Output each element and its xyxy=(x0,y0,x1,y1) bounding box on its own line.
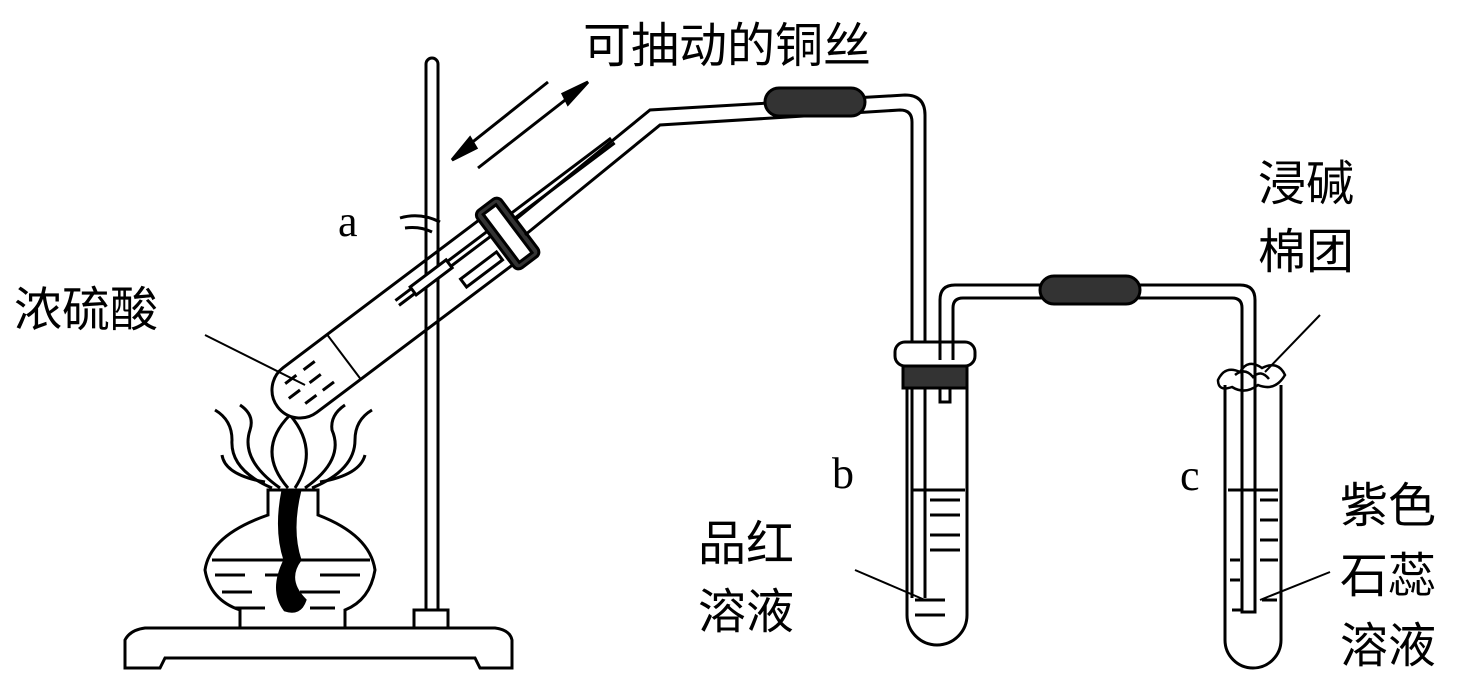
delivery-tube-1 xyxy=(514,86,927,598)
tube-c-label: c xyxy=(1180,451,1200,500)
cotton-ball xyxy=(1216,362,1287,392)
leader-lines xyxy=(204,314,1331,601)
litmus-label-line3: 溶液 xyxy=(1340,618,1436,674)
test-tube-b xyxy=(893,340,977,647)
cotton-label-line2: 棉团 xyxy=(1258,224,1354,280)
clamp xyxy=(399,214,441,234)
move-arrows xyxy=(450,80,590,170)
litmus-label-line2: 石蕊 xyxy=(1340,548,1436,604)
litmus-label-line1: 紫色 xyxy=(1340,478,1436,534)
test-tube-a xyxy=(270,136,616,420)
magenta-label-line1: 品红 xyxy=(698,516,794,572)
test-tube-c xyxy=(1216,362,1287,670)
delivery-tube-2 xyxy=(938,274,1257,612)
alcohol-burner xyxy=(203,403,377,630)
tube-b-label: b xyxy=(832,449,854,498)
cotton-label-line1: 浸碱 xyxy=(1258,156,1354,212)
magenta-label-line2: 溶液 xyxy=(698,584,794,640)
tube-a-label: a xyxy=(338,197,358,246)
copper-wire-label: 可抽动的铜丝 xyxy=(583,18,871,74)
iron-stand xyxy=(123,56,514,670)
sulfuric-acid-label: 浓硫酸 xyxy=(14,282,158,338)
